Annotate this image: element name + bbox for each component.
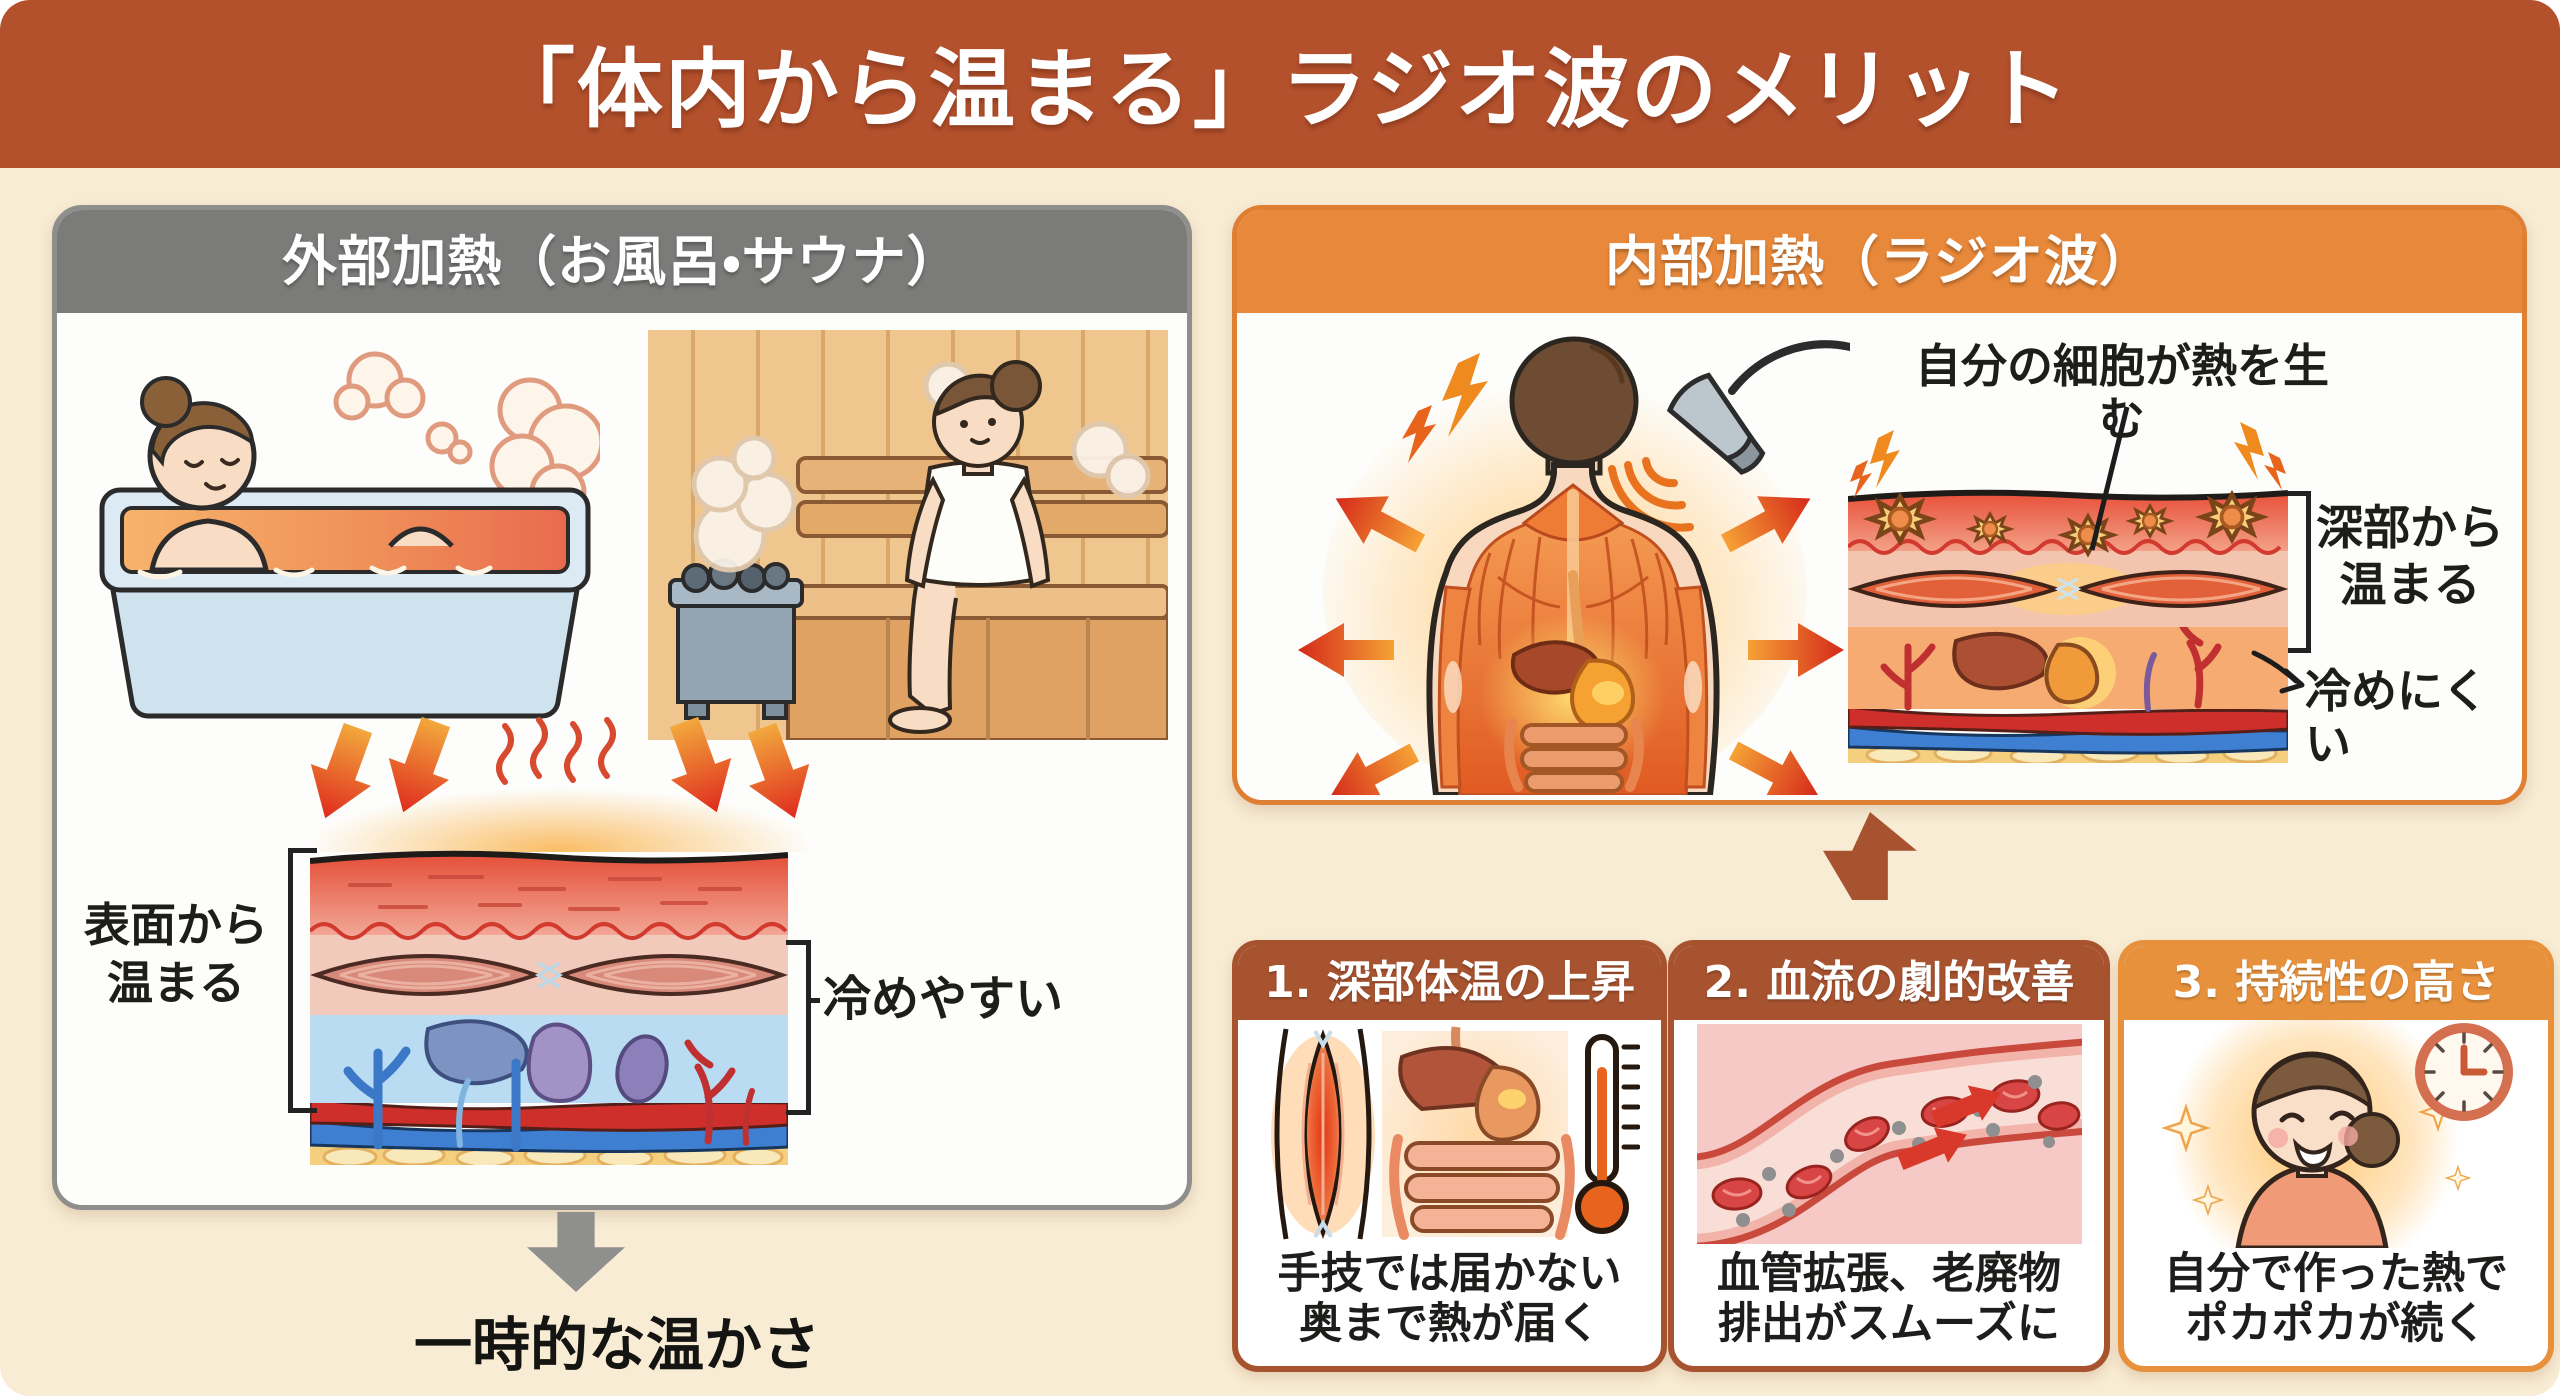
radiowave-probe-icon	[1666, 372, 1766, 475]
sauna-scene-illustration	[648, 330, 1168, 740]
surface-warm-bracket	[288, 848, 317, 1113]
muscle-organs-thermometer-icon	[1270, 1026, 1640, 1241]
muscular-back-figure	[1298, 336, 1850, 795]
clock-icon	[2415, 1023, 2513, 1122]
benefit-box-deep-temperature: 1. 深部体温の上昇	[1232, 940, 1667, 1372]
tissue-cross-section-cold	[310, 850, 788, 1165]
steam-icon	[691, 361, 1151, 573]
thermometer-icon	[1574, 1034, 1640, 1235]
external-heating-panel: 外部加熱（お風呂・サウナ）	[52, 205, 1192, 1210]
benefit-1-title: 1. 深部体温の上昇	[1238, 946, 1661, 1020]
blood-vessel-flow-icon	[1696, 1024, 2082, 1245]
title-band: 「体内から温まる」ラジオ波のメリット	[0, 0, 2560, 168]
retains-heat-pointer	[2251, 650, 2305, 694]
steam-icon	[333, 351, 600, 521]
up-arrow-icon	[1823, 812, 1917, 900]
heat-wave-icon	[496, 717, 616, 785]
tissue-cross-section-warm	[1848, 489, 2288, 763]
benefit-2-caption: 血管拡張、老廃物 排出がスムーズに	[1717, 1248, 2061, 1350]
external-panel-header: 外部加熱（お風呂・サウナ）	[57, 210, 1187, 313]
external-heat-arrows	[300, 712, 820, 852]
page-title: 「体内から温まる」ラジオ波のメリット	[488, 40, 2072, 140]
internal-panel-header: 内部加熱（ラジオ波）	[1237, 210, 2522, 313]
temporary-warmth-label: 一時的な温かさ	[413, 1311, 820, 1379]
heat-spark-icon	[1402, 353, 1488, 463]
retains-heat-label: 冷めにくい	[2305, 664, 2489, 772]
bath-scene-illustration	[99, 351, 600, 719]
down-arrow-icon	[527, 1212, 625, 1292]
flow-arrows	[1896, 1085, 2001, 1171]
deep-warm-label: 深部から 温まる	[2316, 501, 2504, 613]
cells-generate-heat-label: 自分の細胞が熱を生む	[1915, 339, 2329, 447]
sauna-stove-icon	[668, 558, 804, 720]
deep-warm-bracket	[2288, 491, 2311, 653]
benefit-3-title: 3. 持続性の高さ	[2124, 946, 2548, 1020]
benefit-box-lasting-warmth: 3. 持続性の高さ	[2118, 940, 2554, 1372]
cools-easily-label: 冷めやすい	[823, 971, 1064, 1027]
internal-heating-panel: 内部加熱（ラジオ波）	[1232, 205, 2527, 805]
warm-woman-clock-icon	[2163, 1020, 2513, 1249]
benefit-box-blood-flow: 2. 血流の劇的改善	[1668, 940, 2110, 1372]
benefit-2-title: 2. 血流の劇的改善	[1674, 946, 2104, 1020]
heat-spark-icon	[1850, 422, 2286, 498]
warm-woman	[2235, 1051, 2400, 1249]
benefit-1-caption: 手技では届かない 奥まで熱が届く	[1277, 1248, 1622, 1350]
cools-easily-bracket	[786, 940, 811, 1115]
sauna-woman	[888, 360, 1051, 734]
benefit-3-caption: 自分で作った熱で ポカポカが続く	[2164, 1248, 2508, 1350]
cells-pointer-annotation	[1850, 406, 2286, 551]
surface-warm-label: 表面から 温まる	[84, 898, 268, 1010]
cools-easily-tick	[806, 998, 820, 1003]
